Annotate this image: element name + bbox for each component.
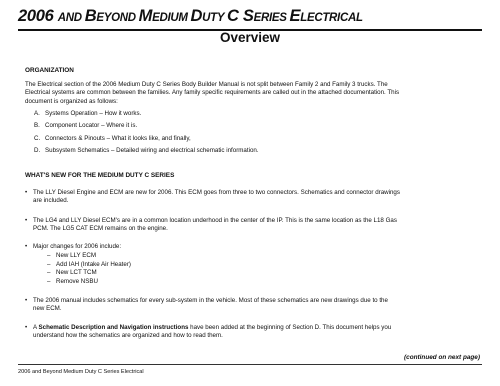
sub-item-text: Add IAH (Intake Air Heater) <box>56 260 131 268</box>
list-letter: C. <box>34 134 41 142</box>
list-text: Component Locator – Where it is. <box>45 122 138 130</box>
bullet-text: A Schematic Description and Navigation i… <box>33 324 477 341</box>
list-letter: A. <box>34 110 40 117</box>
whats-new-heading: WHAT'S NEW FOR THE MEDIUM DUTY C SERIES <box>25 172 175 179</box>
list-item: B. Component Locator – Where it is. <box>34 122 259 134</box>
list-text: Systems Operation – How it works. <box>45 110 142 117</box>
b5-prefix: A <box>33 324 39 331</box>
title-rule <box>18 29 482 31</box>
organization-intro: The Electrical section of the 2006 Mediu… <box>25 81 477 106</box>
schematic-description-bold: Schematic Description and Navigation ins… <box>38 324 189 331</box>
bullet-line: The 2006 manual includes schematics for … <box>33 297 388 304</box>
bullet-text: The 2006 manual includes schematics for … <box>33 297 477 314</box>
title-part: ERIES <box>253 12 290 24</box>
dash-icon: – <box>47 260 51 268</box>
changes-sublist: –New LLY ECM –Add IAH (Intake Air Heater… <box>47 252 131 286</box>
title-part: AND <box>57 12 85 24</box>
bullet-text: The LLY Diesel Engine and ECM are new fo… <box>33 189 477 206</box>
bullet-line: The LLY Diesel Engine and ECM are new fo… <box>33 189 400 196</box>
sub-list-item: –Add IAH (Intake Air Heater) <box>47 261 131 270</box>
title-part: D <box>190 7 203 25</box>
bullet-icon: • <box>25 243 28 250</box>
title-part: LECTRICAL <box>300 12 363 24</box>
intro-line: The Electrical section of the 2006 Mediu… <box>25 81 388 88</box>
sub-list-item: –Remove NSBU <box>47 278 131 287</box>
sub-item-text: Remove NSBU <box>56 277 98 285</box>
footer-text: 2006 and Beyond Medium Duty C Series Ele… <box>18 369 144 375</box>
dash-icon: – <box>47 269 51 276</box>
organization-list: A. Systems Operation – How it works. B. Co… <box>34 110 259 160</box>
footer-rule <box>18 364 482 365</box>
title-part: UTY <box>202 12 227 24</box>
list-item: D. Subsystem Schematics – Detailed wiring… <box>34 147 259 159</box>
title-part: EYOND <box>96 12 139 24</box>
organization-heading: ORGANIZATION <box>25 67 74 74</box>
title-part: C S <box>226 7 254 25</box>
list-letter: B. <box>34 122 40 130</box>
bullet-line: Major changes for 2006 include: <box>33 243 122 250</box>
section-title: Overview <box>219 30 281 45</box>
list-item: A. Systems Operation – How it works. <box>34 110 259 122</box>
intro-line: Electrical systems are common between th… <box>25 89 400 97</box>
bullet-line: are included. <box>33 197 69 205</box>
bullet-icon: • <box>25 297 28 304</box>
list-text: Connectors & Pinouts – What it looks lik… <box>45 134 191 142</box>
bullet-icon: • <box>25 189 28 196</box>
dash-icon: – <box>47 252 51 259</box>
bullet-line: understand how the schematics are organi… <box>33 332 223 340</box>
continued-note: (continued on next page) <box>404 354 480 361</box>
intro-line: document is organized as follows: <box>25 97 118 105</box>
sub-item-text: New LCT TCM <box>56 269 97 276</box>
title-part: B <box>84 7 97 25</box>
list-letter: D. <box>34 147 41 155</box>
b5-rest: have been added at the beginning of Sect… <box>188 324 392 331</box>
list-item: C. Connectors & Pinouts – What it looks l… <box>34 135 259 147</box>
title-part: M <box>138 7 153 25</box>
bullet-line: new ECM. <box>33 305 62 313</box>
dash-icon: – <box>47 277 51 285</box>
title-part: E <box>289 7 301 25</box>
sub-list-item: –New LCT TCM <box>47 269 131 278</box>
bullet-text: The LG4 and LLY Diesel ECM's are in a co… <box>33 217 477 234</box>
bullet-icon: • <box>25 217 28 224</box>
title-part: EDIUM <box>152 12 191 24</box>
bullet-text: Major changes for 2006 include: <box>33 243 477 251</box>
sub-list-item: –New LLY ECM <box>47 252 131 261</box>
sub-item-text: New LLY ECM <box>56 252 97 259</box>
bullet-line: PCM. The LG5 CAT ECM remains on the engi… <box>33 225 168 233</box>
bullet-line: The LG4 and LLY Diesel ECM's are in a co… <box>33 217 397 224</box>
title-part: 2006 <box>18 7 58 25</box>
page-title: 2006 AND BEYOND MEDIUM DUTY C SERIES ELE… <box>18 6 363 28</box>
bullet-icon: • <box>25 324 28 331</box>
list-text: Subsystem Schematics – Detailed wiring a… <box>45 147 259 155</box>
